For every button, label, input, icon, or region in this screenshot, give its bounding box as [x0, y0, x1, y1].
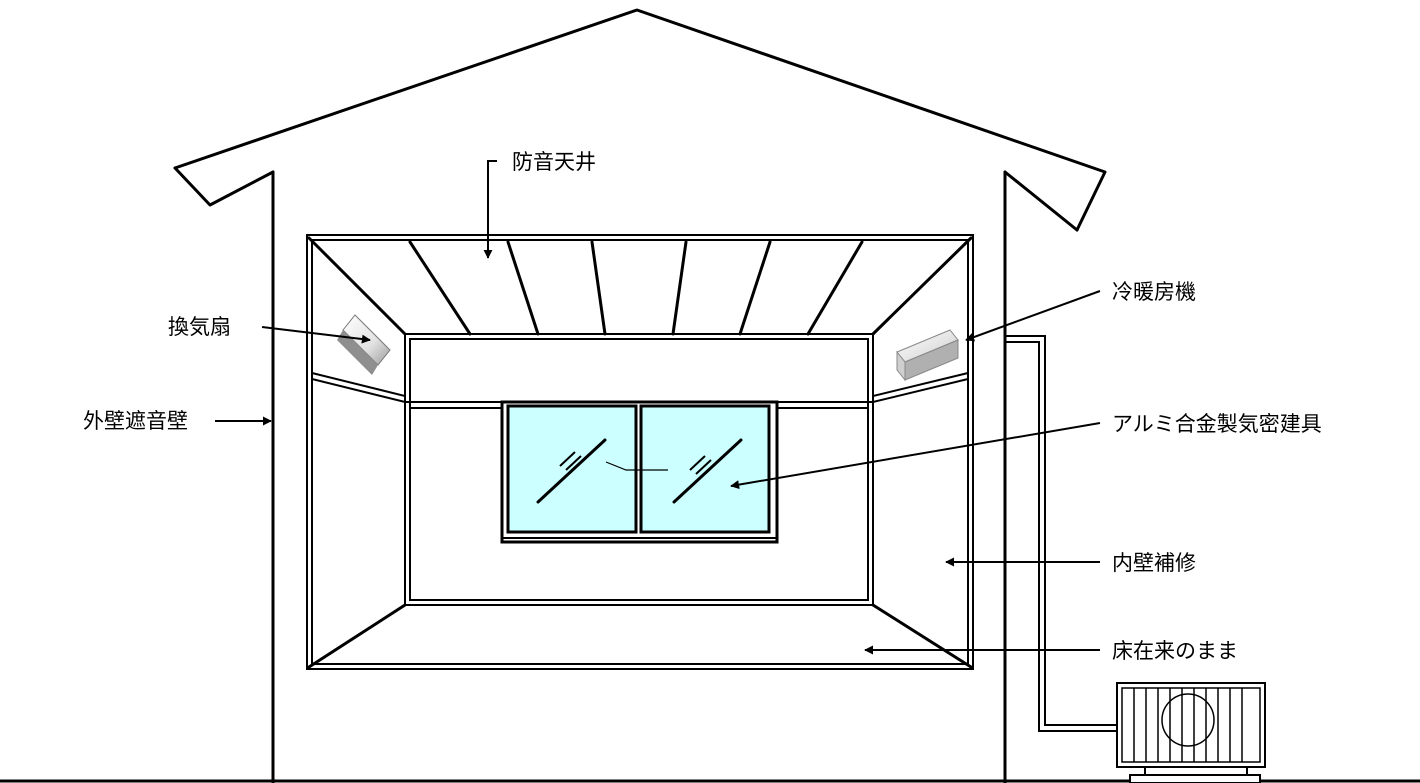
- room-interior: [306, 234, 974, 670]
- back-wall-inner: [409, 338, 869, 601]
- roof-eave-left: [173, 166, 275, 207]
- arrow-window: [730, 422, 1101, 490]
- arrow-air-conditioner: [965, 290, 1101, 342]
- side-ledge-left: [311, 372, 406, 404]
- sliding-indicator: [605, 461, 668, 471]
- roof-line: [173, 8, 1107, 232]
- outdoor-unit: [1116, 682, 1266, 783]
- side-ledge-right: [872, 372, 969, 404]
- room-frame-inner: [311, 239, 969, 665]
- label-interior-wall: 内壁補修: [1112, 551, 1196, 575]
- label-ceiling: 防音天井: [512, 150, 596, 174]
- leader-lines: [215, 160, 1101, 655]
- arrow-ceiling: [483, 160, 497, 259]
- corner-line-bottom-right: [871, 603, 973, 669]
- ceiling-panel-lines: [408, 240, 864, 336]
- air-conditioner-indoor-unit: [896, 329, 959, 382]
- label-floor: 床在来のまま: [1112, 639, 1238, 663]
- room-frame-outer: [306, 234, 974, 670]
- refrigerant-pipe: [1005, 335, 1117, 732]
- window: [500, 400, 779, 544]
- house-outline: [0, 8, 1420, 783]
- label-exterior-wall: 外壁遮音壁: [83, 409, 188, 433]
- label-ventilation-fan: 換気扇: [168, 315, 231, 339]
- outdoor-unit-fan: [1161, 693, 1215, 747]
- window-pane-right: [639, 404, 771, 534]
- corner-line-top-right: [871, 236, 973, 336]
- back-wall-outer: [404, 333, 874, 606]
- corner-line-top-left: [307, 236, 407, 336]
- roof-eave-right-inner: [1003, 170, 1079, 232]
- arrow-ventilation-fan: [261, 326, 371, 344]
- corner-line-bottom-left: [307, 603, 407, 669]
- label-air-conditioner: 冷暖房機: [1112, 280, 1196, 304]
- ventilation-fan: [337, 314, 391, 375]
- label-window: アルミ合金製気密建具: [1112, 412, 1322, 436]
